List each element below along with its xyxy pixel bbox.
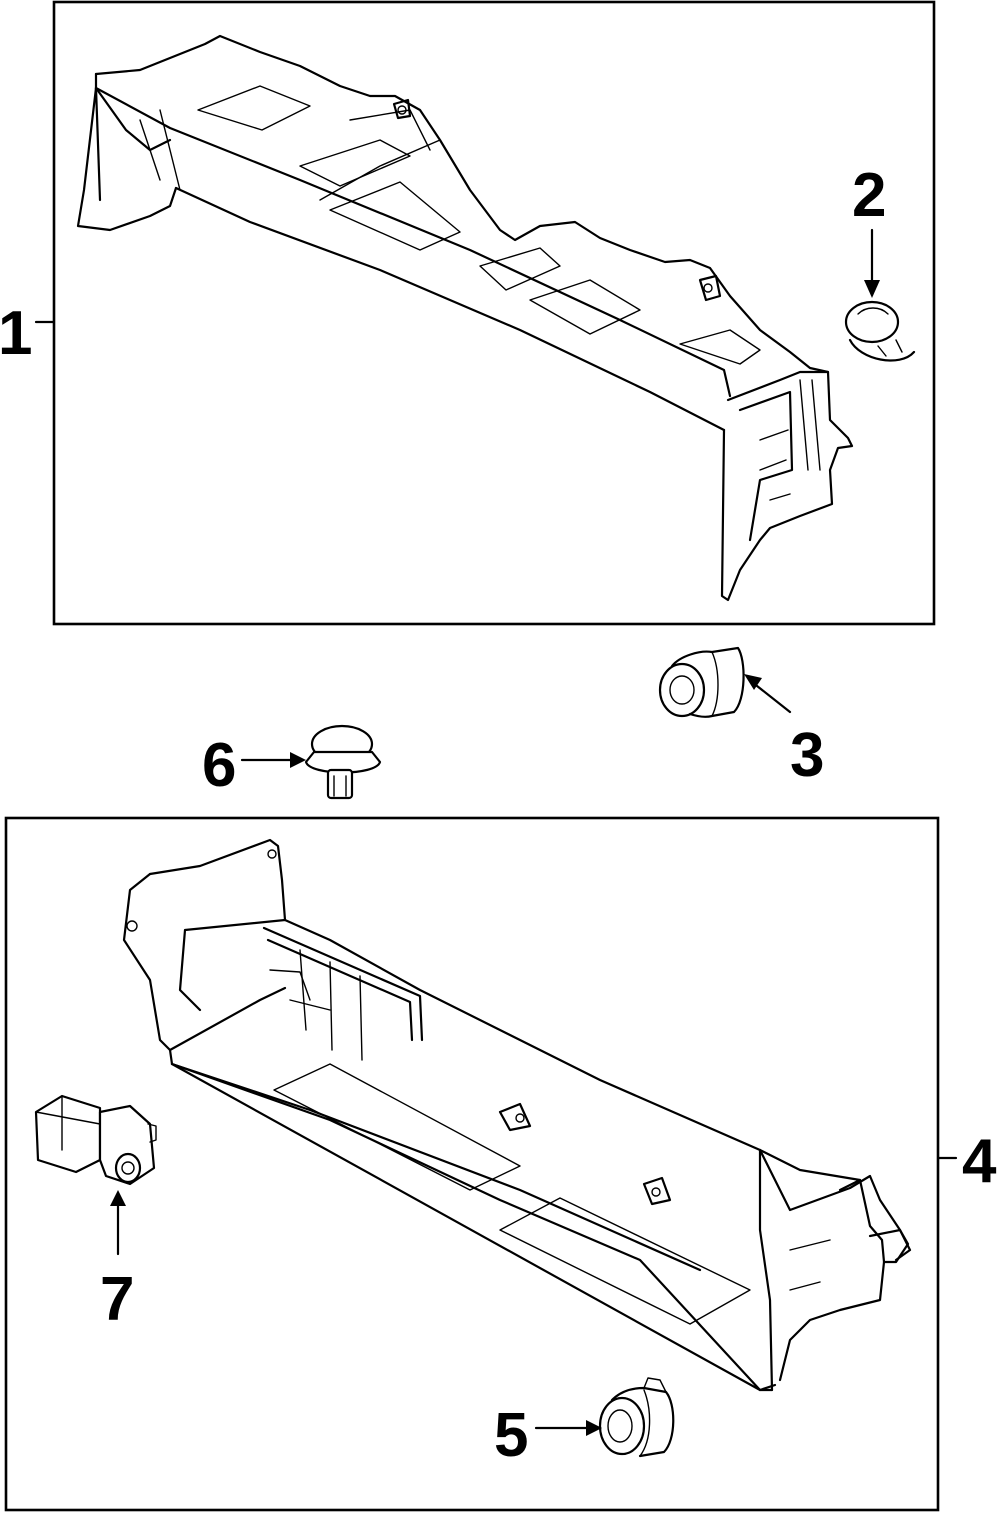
callout-3-arrowhead [744,674,762,690]
callout-5-label: 5 [494,1401,528,1470]
callout-6-label: 6 [202,731,236,800]
callout-2-label: 2 [852,161,886,230]
sensor-7 [34,1094,157,1186]
callout-3-arrow [750,680,792,714]
callout-5-arrowhead [586,1420,602,1436]
callout-7-arrowhead [110,1190,126,1206]
push-pin-3 [658,646,745,718]
callout-1-label: 1 [0,299,32,368]
callout-6-arrowhead [290,752,306,768]
callout-3-label: 3 [790,721,824,790]
push-clip-2 [844,300,916,362]
bolt-6 [304,724,382,800]
lower-assembly-group [4,816,958,1512]
upper-group-frame [52,0,936,626]
callout-2-arrowhead [864,280,880,298]
lower-group-frame [4,816,940,1512]
callout-4-label: 4 [962,1127,997,1196]
lower-air-deflector [122,838,912,1392]
upper-air-deflector [76,34,854,602]
upper-assembly-group [34,0,936,626]
callout-7-label: 7 [100,1265,134,1334]
push-clip-5 [598,1377,675,1458]
